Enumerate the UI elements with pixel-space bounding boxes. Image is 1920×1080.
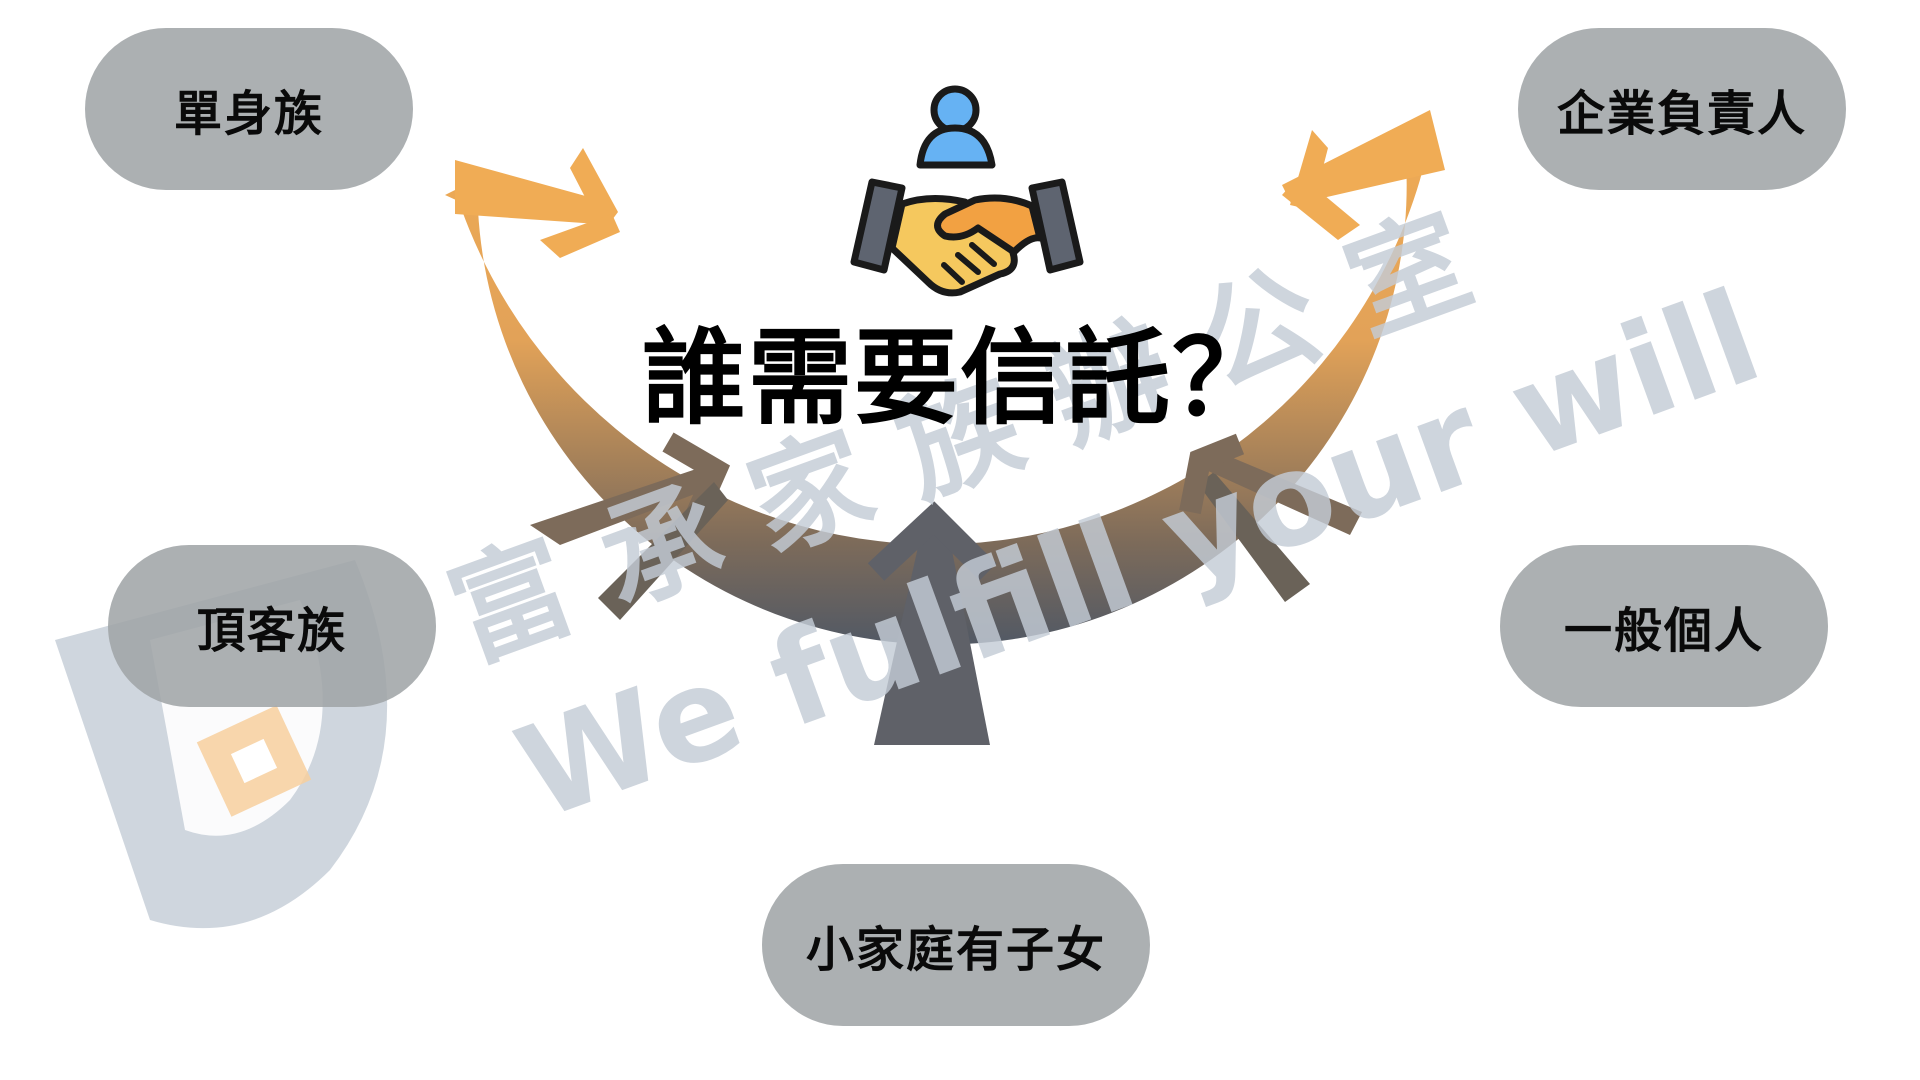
group-pill-family-with-children: 小家庭有子女 [762, 864, 1150, 1026]
central-title: 誰需要信託？ [641, 316, 1278, 439]
arrowhead-right [1282, 110, 1445, 240]
group-pill-dink: 頂客族 [108, 545, 436, 707]
group-pill-individual: 一般個人 [1500, 545, 1828, 707]
inner-arrows [530, 432, 1362, 745]
group-pill-business-owner: 企業負責人 [1518, 28, 1846, 190]
group-pill-single: 單身族 [85, 28, 413, 190]
arrowhead-left [455, 148, 620, 258]
handshake-person-icon [850, 85, 1084, 297]
